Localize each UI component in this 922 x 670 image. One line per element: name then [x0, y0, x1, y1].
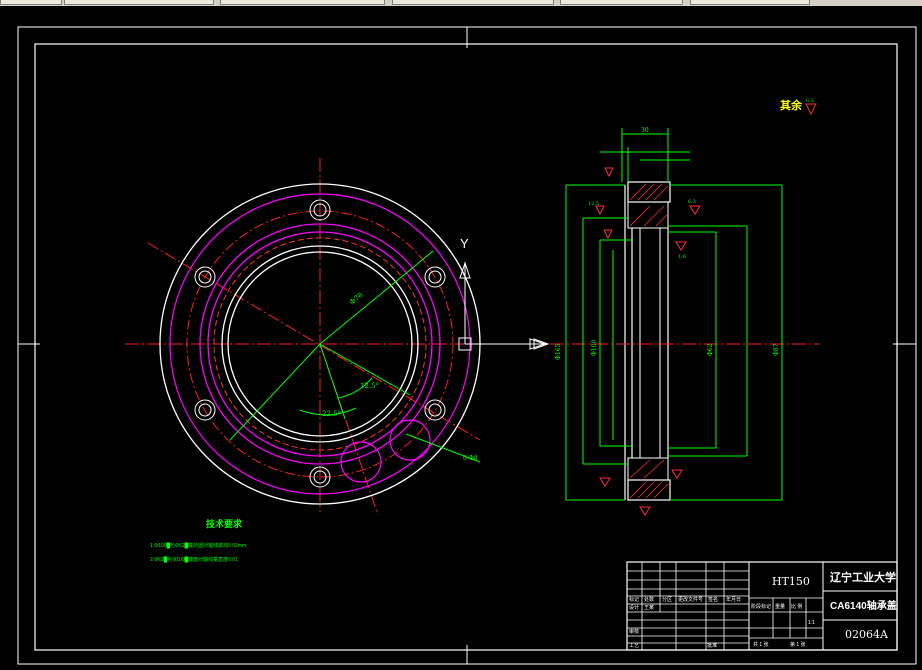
- material-text: HT150: [772, 575, 810, 588]
- surface-finish-label: 其余: [780, 98, 803, 112]
- bolt-hole: [194, 266, 216, 288]
- weight-label: 重量: [775, 603, 785, 610]
- angle-dim-leader-c: [229, 343, 321, 441]
- bolt-hole: [194, 399, 216, 421]
- boss-circle-outer: [199, 223, 441, 465]
- bolt-hole: [424, 266, 446, 288]
- roughness-symbol: [599, 477, 611, 487]
- stage-label: 阶段标记: [751, 603, 771, 610]
- holes-leader: [405, 433, 481, 463]
- angle-dim-leader-a: [319, 343, 346, 420]
- tech-requirement-item: 2.Φ62█与Φ100█端面对轴线垂直度0.01: [150, 556, 238, 563]
- tech-requirement-item: 1.Φ100█与Φ62█端外圆对轴线跳动0.02mm: [150, 542, 246, 549]
- view-arrow-head: [533, 338, 550, 350]
- ucs-y-label: Y: [460, 236, 469, 251]
- ra-label-b: 6.3: [688, 199, 696, 205]
- row-label: 分区: [662, 596, 672, 603]
- roughness-symbol: [595, 205, 605, 216]
- title-block-frame: [626, 561, 898, 651]
- radius-dim-line: [319, 250, 434, 345]
- toolbar-cell[interactable]: [690, 0, 810, 5]
- ucs-y-arrow: [459, 261, 471, 279]
- bore-circle-inner: [227, 251, 413, 437]
- roughness-symbol: [604, 167, 614, 178]
- dim-mid-label: Φ100: [591, 339, 598, 356]
- roughness-symbol: [675, 241, 687, 251]
- detail-circle-a: [340, 441, 382, 483]
- inner-sheet-border: [34, 43, 898, 651]
- dim-bore-label: Φ62: [707, 343, 714, 356]
- role-label: 审核: [629, 628, 639, 635]
- surface-finish-value: 6.3: [806, 98, 814, 104]
- row-label: 处数: [644, 596, 654, 603]
- bolt-hole: [424, 399, 446, 421]
- scale-label: 比 例: [791, 603, 802, 610]
- roughness-symbol: [671, 469, 683, 479]
- outer-sheet-border: [17, 26, 917, 665]
- dim-top-label: 30: [641, 127, 649, 134]
- roughness-symbol: [689, 205, 701, 215]
- hatch-top: [629, 183, 669, 227]
- title-block: HT150 辽宁工业大学 CA6140轴承盖 02064A 阶段标记 重量 比 …: [626, 561, 898, 651]
- detail-circle-b: [389, 419, 431, 461]
- bolt-holes: [194, 199, 446, 488]
- roughness-symbol: [639, 506, 651, 516]
- flange-bottom-block: [627, 479, 671, 501]
- toolbar-cell[interactable]: [220, 0, 385, 5]
- angle-dim-leader-b: [319, 343, 411, 396]
- roughness-symbols: [595, 103, 817, 516]
- tb-left-grid: [627, 562, 749, 650]
- hatch-bottom: [629, 459, 669, 499]
- bolt-hole: [309, 199, 331, 221]
- dim-od-label: Φ165: [555, 343, 562, 360]
- angle-arc-a: [337, 377, 373, 399]
- general-roughness-symbol: [805, 103, 817, 116]
- holes-callout: 6-Φ8: [463, 455, 478, 462]
- designer-name: 王某: [644, 605, 654, 611]
- front-view: Φ78 12.5° 22.5° 6-Φ8 Y: [125, 158, 547, 516]
- ra-label-a: 12.5: [588, 201, 599, 207]
- dim-right-label: Φ87: [773, 343, 780, 356]
- angle-label-b: 22.5°: [322, 410, 341, 418]
- scale-value: 1:1: [808, 620, 815, 626]
- row-label: 标记: [629, 596, 639, 603]
- tb-middle-grid: [749, 597, 823, 639]
- role-label: 工艺: [629, 643, 639, 649]
- sheet-number: 第 1 张: [790, 641, 806, 648]
- role-label: 设计: [629, 604, 639, 611]
- roughness-symbol: [603, 229, 613, 240]
- window-toolbar-strip: [0, 0, 922, 6]
- flange-top-neck: [627, 202, 669, 229]
- bolt-hole: [309, 466, 331, 488]
- angle-arc-b: [299, 407, 357, 416]
- toolbar-cell[interactable]: [64, 0, 214, 5]
- sheet-total: 共 1 张: [753, 641, 769, 648]
- hidden-circle: [213, 237, 427, 451]
- boss-circle-mid: [207, 231, 433, 457]
- role-label: 批准: [707, 642, 717, 649]
- toolbar-cell[interactable]: [392, 0, 554, 5]
- angle-label-a: 12.5°: [360, 382, 379, 390]
- ucs-origin-box: [458, 337, 472, 351]
- diagonal-center-line-a: [147, 242, 481, 441]
- row-label: 更改文件号: [678, 596, 703, 603]
- pcd-label: Φ78: [348, 291, 364, 307]
- toolbar-cell[interactable]: [560, 0, 683, 5]
- ra-label-small: 1.6: [678, 254, 686, 260]
- bore-circle-outer: [221, 245, 419, 443]
- row-label: 签名: [708, 596, 718, 603]
- drawing-number: 02064A: [845, 628, 889, 641]
- tech-requirements-title: 技术要求: [206, 518, 243, 529]
- section-view: 30 Φ165 Φ100 Φ62 Φ87 12.5 6.3 1.6: [520, 103, 820, 516]
- school-name: 辽宁工业大学: [830, 570, 896, 584]
- flange-top-block: [627, 181, 671, 203]
- part-name: CA6140轴承盖: [830, 599, 897, 612]
- flange-bottom-neck: [627, 457, 669, 480]
- section-dimension-lines: [565, 128, 783, 501]
- bolt-pitch-circle: [186, 210, 454, 478]
- row-label: 年月日: [726, 596, 741, 603]
- toolbar-cell[interactable]: [0, 0, 62, 5]
